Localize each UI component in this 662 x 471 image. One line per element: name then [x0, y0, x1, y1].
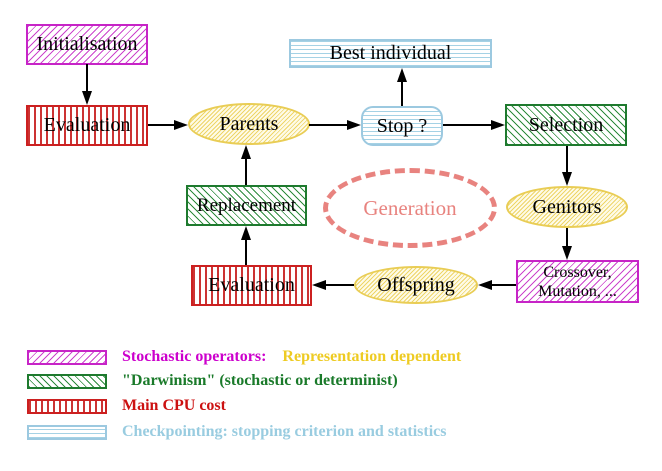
crossover-label-line2: Mutation, ...: [538, 282, 617, 300]
node-best-individual: Best individual: [289, 39, 492, 68]
legend-label-checkpointing: Checkpointing: stopping criterion and st…: [122, 423, 447, 440]
legend-row-darwinism: "Darwinism" (stochastic or determinist): [27, 372, 398, 390]
arrowhead-up-icon: [241, 226, 251, 240]
legend-label-stochastic: Stochastic operators:: [122, 348, 267, 365]
node-stop-test: Stop ?: [361, 106, 443, 146]
arrow-line: [401, 81, 403, 106]
arrow-line: [245, 239, 247, 265]
arrowhead-left-icon: [312, 280, 326, 290]
node-evaluation-top: Evaluation: [26, 105, 148, 146]
node-selection: Selection: [505, 104, 627, 146]
legend-label-cpu-cost: Main CPU cost: [122, 397, 226, 414]
arrowhead-right-icon: [174, 120, 188, 130]
arrow-line: [492, 284, 516, 286]
arrowhead-right-icon: [347, 120, 361, 130]
green-hatch-swatch-icon: [27, 373, 107, 389]
arrowhead-up-icon: [241, 145, 251, 159]
node-offspring: Offspring: [354, 266, 478, 304]
arrow-line: [566, 228, 568, 247]
arrowhead-up-icon: [397, 68, 407, 82]
generation-loop-ellipse: Generation: [323, 168, 497, 248]
arrowhead-right-icon: [491, 120, 505, 130]
legend-row-checkpointing: Checkpointing: stopping criterion and st…: [27, 423, 446, 441]
arrowhead-down-icon: [562, 172, 572, 186]
legend-row-stochastic-operators: Stochastic operators: Representation dep…: [27, 348, 461, 366]
arrow-line: [443, 124, 492, 126]
red-stripes-swatch-icon: [27, 398, 107, 414]
cyan-stripes-swatch-icon: [27, 424, 107, 440]
node-crossover-mutation: Crossover, Mutation, ...: [516, 260, 639, 303]
arrowhead-down-icon: [82, 91, 92, 105]
magenta-hatch-swatch-icon: [27, 349, 107, 365]
arrow-line: [86, 64, 88, 92]
arrowhead-left-icon: [478, 280, 492, 290]
legend-label-representation: Representation dependent: [282, 348, 462, 365]
node-replacement: Replacement: [186, 185, 307, 226]
arrow-line: [309, 124, 348, 126]
crossover-label-line1: Crossover,: [543, 263, 612, 281]
node-parents: Parents: [188, 103, 310, 145]
node-evaluation-bottom: Evaluation: [191, 265, 312, 306]
arrow-line: [148, 124, 175, 126]
legend-row-main-cpu-cost: Main CPU cost: [27, 397, 226, 415]
arrowhead-down-icon: [562, 246, 572, 260]
node-genitors: Genitors: [506, 186, 628, 228]
legend-label-darwinism: "Darwinism" (stochastic or determinist): [122, 372, 398, 389]
legend-label: Stochastic operators: Representation dep…: [122, 348, 461, 366]
node-initialisation: Initialisation: [26, 24, 148, 65]
arrow-line: [326, 284, 354, 286]
arrow-line: [566, 146, 568, 173]
arrow-line: [245, 158, 247, 185]
